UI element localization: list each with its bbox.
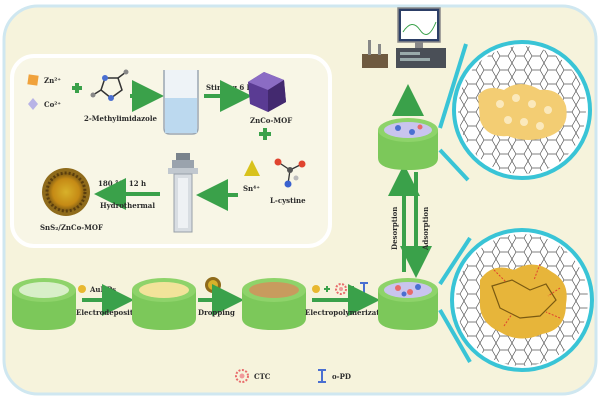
- electrode-modified: [242, 278, 306, 330]
- electrochemical-workstation-icon: [362, 7, 446, 68]
- co-ion-icon: [28, 98, 38, 110]
- legend-ctc-label: CTC: [254, 372, 271, 381]
- sns2-small-particle-icon: [205, 277, 221, 293]
- beaker-icon: [163, 70, 199, 135]
- zncomof-crystal-icon: [248, 72, 286, 112]
- methylimidazole-label: 2-Methylimidazole: [84, 114, 157, 123]
- temp-label: 180 °C, 12 h: [98, 179, 146, 188]
- sn-label: Sn⁴⁺: [243, 184, 260, 193]
- zn-ion-icon: [27, 74, 39, 86]
- legend-ctc-icon: [235, 369, 249, 383]
- sns2-zncomof-particle-icon: [42, 168, 90, 216]
- lcystine-molecule-icon: [274, 158, 306, 188]
- co-label: Co²⁺: [44, 100, 61, 109]
- autoclave-icon: [168, 153, 198, 233]
- electrodeposition-label: Electrodeposition: [76, 308, 145, 317]
- mip-bound-zoom-circle: [450, 228, 594, 372]
- electrode-bare: [12, 278, 76, 330]
- zoom-line-bottom-2: [438, 309, 472, 363]
- zoom-line-top-2: [438, 148, 470, 182]
- sns2-label: SnS₂/ZnCo-MOF: [40, 223, 103, 232]
- plus-small-icon: [324, 286, 330, 292]
- dropping-label: Dropping: [198, 308, 235, 317]
- stirring-label: Stirring 6 h: [206, 83, 252, 92]
- zoom-line-bottom-1: [438, 236, 472, 286]
- methylimidazole-molecule-icon: [90, 69, 129, 101]
- sn-ion-icon: [244, 160, 260, 176]
- ctc-star-icon: [335, 283, 347, 295]
- mip-eluted-zoom-circle: [452, 40, 592, 180]
- gold-dot-icon: [312, 285, 320, 293]
- hydrothermal-label: Hydrothermal: [100, 201, 155, 210]
- aunps-label: AuNPs: [89, 285, 116, 294]
- electrode-eluted: [378, 118, 438, 170]
- electrode-aunps: [132, 278, 196, 330]
- desorption-label: Desorption: [390, 207, 399, 250]
- zn-label: Zn²⁺: [44, 76, 61, 85]
- electropolymerization-label: Electropolymerization: [305, 308, 392, 317]
- adsorption-label: Adsorption: [421, 207, 430, 251]
- zoom-line-top-1: [438, 43, 468, 129]
- electrode-mip: [378, 278, 438, 330]
- aunps-icon: [78, 285, 86, 293]
- zncomof-label: ZnCo-MOF: [250, 116, 292, 125]
- legend: CTC o-PD: [235, 369, 351, 383]
- legend-opd-icon: [318, 369, 326, 383]
- legend-opd-label: o-PD: [332, 372, 351, 381]
- lcystine-label: L-cystine: [270, 196, 306, 205]
- plus-icon: [72, 83, 82, 93]
- plus-icon-2: [259, 128, 271, 140]
